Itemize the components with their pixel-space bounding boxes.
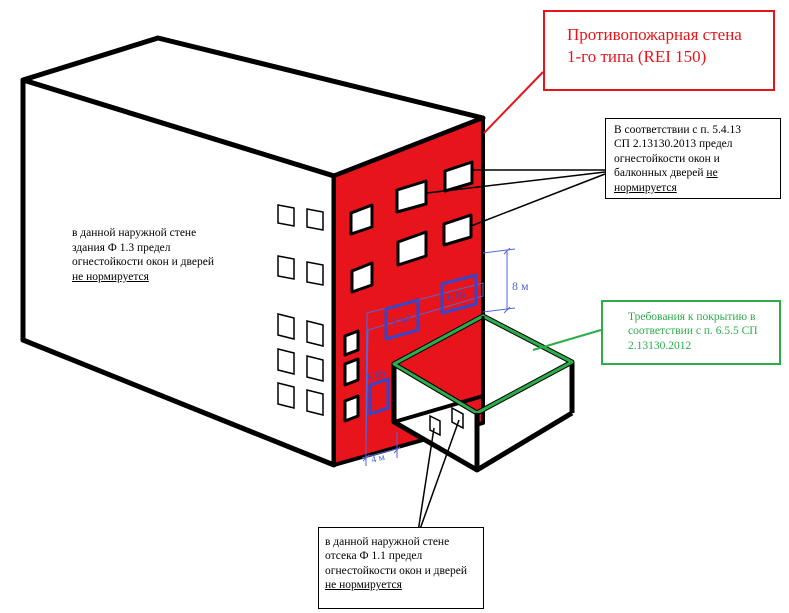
leader-lines xyxy=(417,169,606,533)
rated-window-3 xyxy=(368,377,390,416)
left-facade-windows xyxy=(277,204,324,416)
compartment-bottom-edges xyxy=(475,410,574,473)
callout-windows-last: нормируется xyxy=(614,181,677,194)
callout-roof-line: Требования к покрытию в xyxy=(628,311,756,323)
callout-windows-line: В соответствии с п. 5.4.13 xyxy=(614,124,742,136)
rated-window-1 xyxy=(384,298,420,341)
dimension-horizontal xyxy=(361,432,401,466)
callout-compartment-last: не нормируется xyxy=(325,579,402,592)
left-wall-note: в данной наружной стене здания Ф 1.3 пре… xyxy=(72,226,272,284)
compartment-windows xyxy=(429,406,464,437)
dimension-vertical-label: 8 м xyxy=(512,279,529,293)
callout-windows-line: огнестойкости окон и xyxy=(614,152,720,165)
callout-windows-line-text: балконных дверей xyxy=(614,167,704,180)
callout-windows: В соответствии с п. 5.4.13 СП 2.13130.20… xyxy=(605,118,781,199)
rated-window-label-2: Е 60 xyxy=(446,289,467,305)
callout-windows-ne: не xyxy=(706,167,718,180)
callout-firewall: Противопожарная стена 1-го типа (REI 150… xyxy=(543,10,775,91)
rated-windows xyxy=(368,273,478,416)
callout-roof: Требования к покрытию в соответствии с п… xyxy=(601,300,781,365)
callout-firewall-line2: 1-го типа (REI 150) xyxy=(567,47,707,66)
dimension-horizontal-label: 4 м xyxy=(370,452,387,466)
firewall-windows xyxy=(343,160,474,423)
rated-window-label-1: Е 60 xyxy=(391,313,412,329)
callout-firewall-line1: Противопожарная стена xyxy=(567,25,742,44)
left-wall-note-last: не нормируется xyxy=(72,270,149,283)
callout-roof-line: соответствии с п. 6.5.5 СП xyxy=(628,325,758,338)
rated-window-label-3: Е 60 xyxy=(366,368,387,384)
callout-roof-line: 2.13130.2012 xyxy=(628,339,692,352)
left-wall-note-line: здания Ф 1.3 предел xyxy=(72,241,171,254)
callout-compartment-line: в данной наружной стене xyxy=(325,536,450,548)
left-wall-note-line: огнестойкости окон и дверей xyxy=(72,256,214,269)
callout-windows-line: СП 2.13130.2013 предел xyxy=(614,138,733,151)
callout-compartment-line: огнестойкости окон и дверей xyxy=(325,564,467,577)
left-wall-note-line: в данной наружной стене xyxy=(72,227,197,239)
callout-windows-line: балконных дверей не xyxy=(614,166,775,180)
callout-compartment: в данной наружной стене отсека Ф 1.1 пре… xyxy=(318,527,484,609)
rated-window-2 xyxy=(440,273,478,315)
callout-compartment-line: отсека Ф 1.1 предел xyxy=(325,550,423,563)
leader-firewall xyxy=(483,71,544,134)
leader-roof xyxy=(532,329,602,351)
dimension-vertical xyxy=(482,247,516,314)
